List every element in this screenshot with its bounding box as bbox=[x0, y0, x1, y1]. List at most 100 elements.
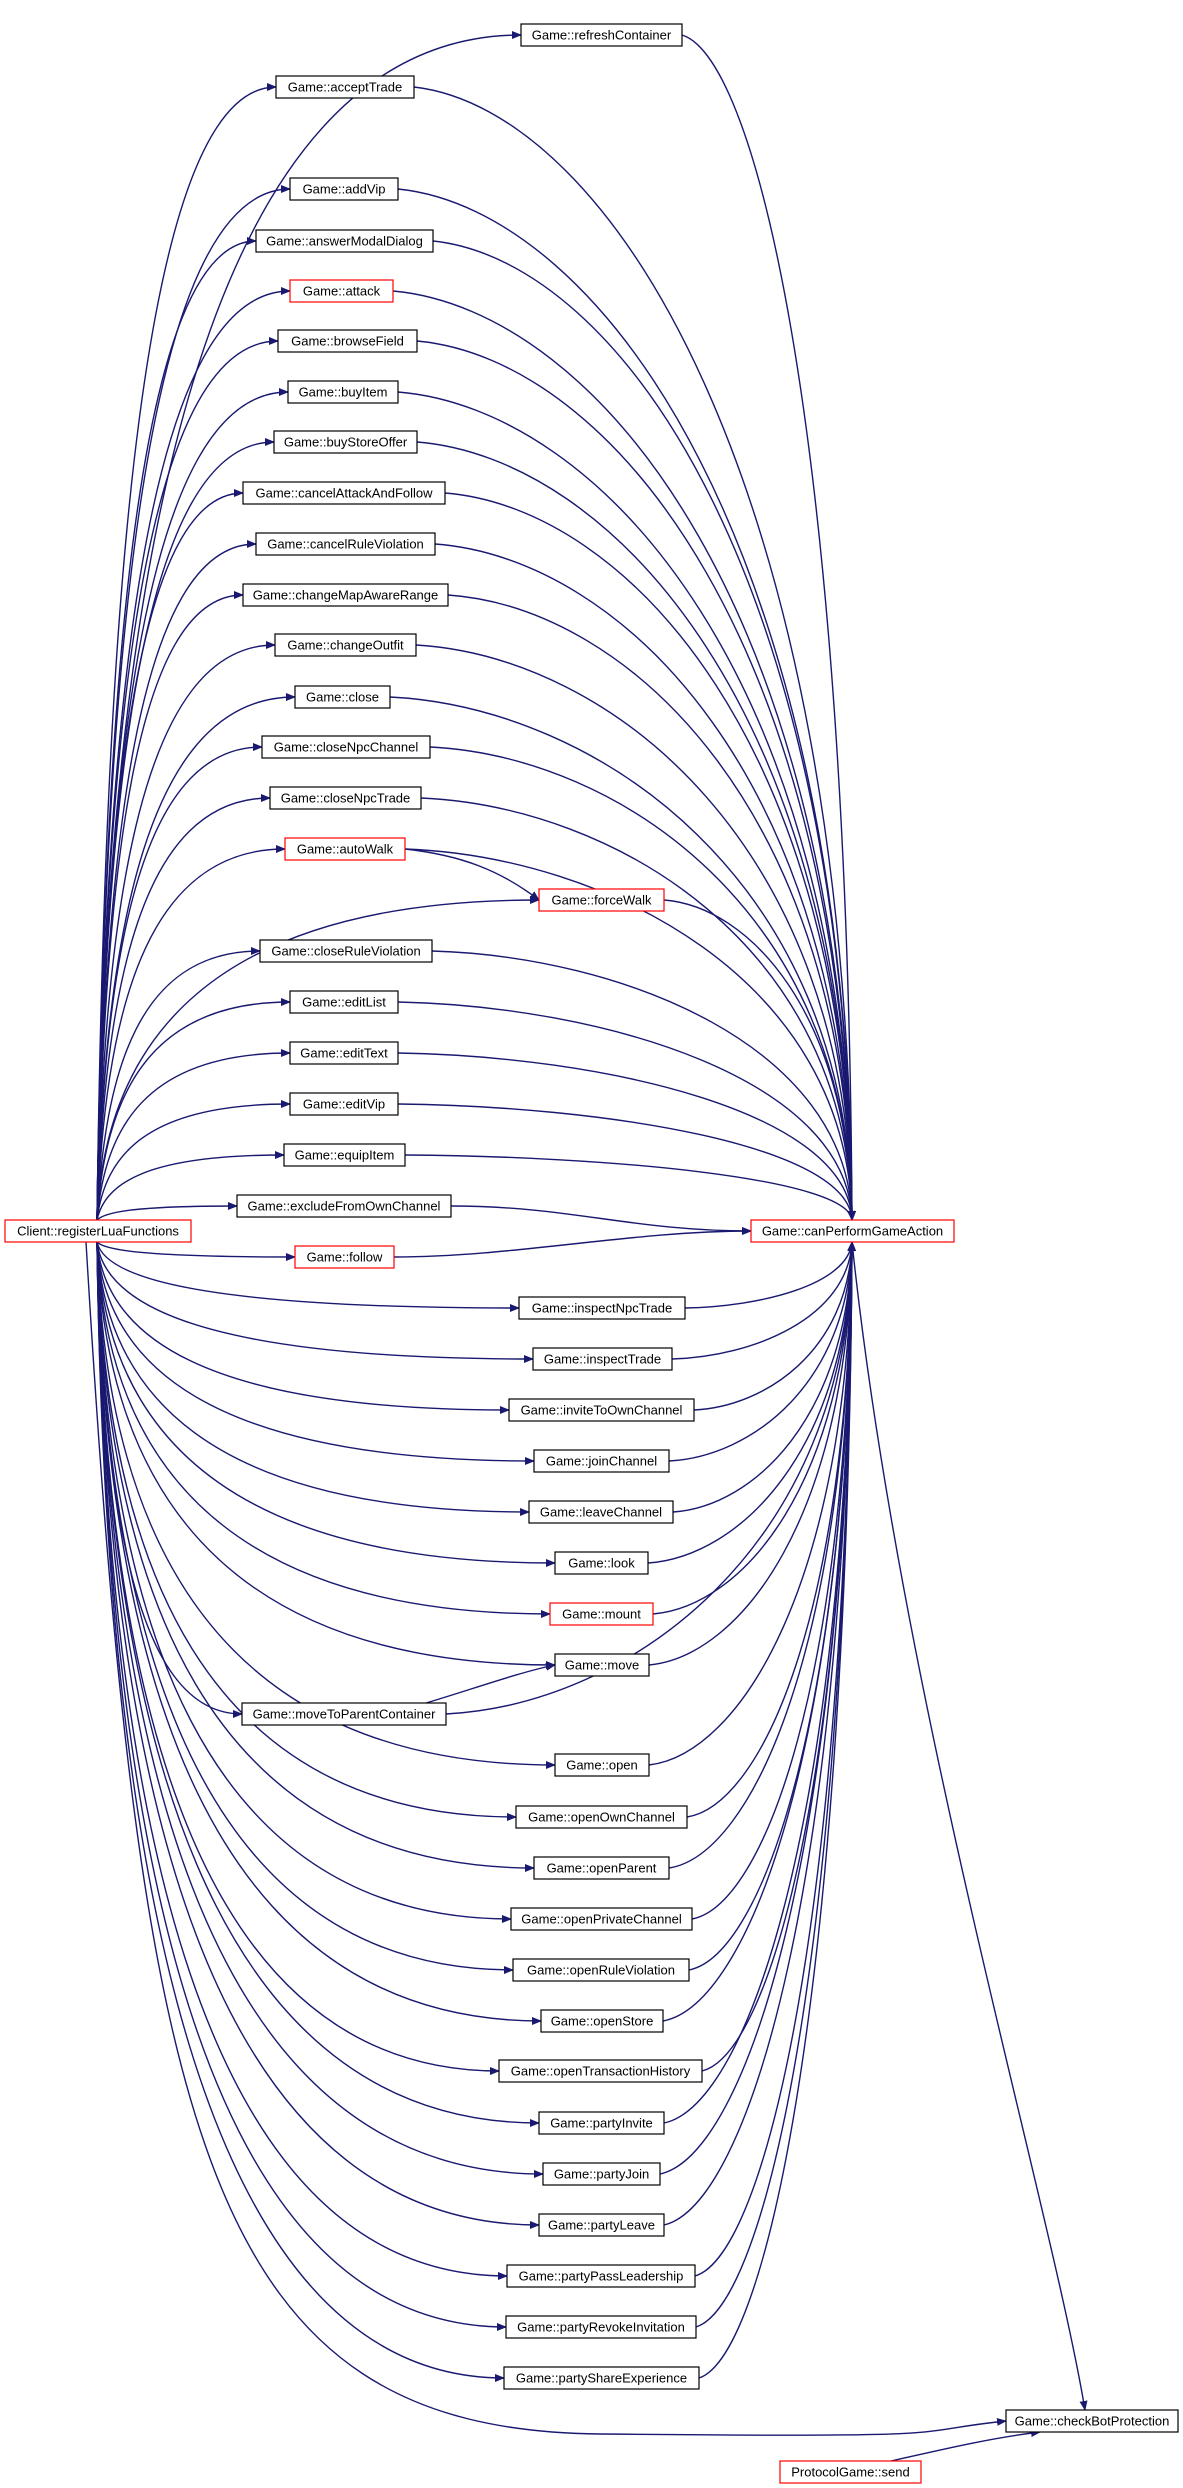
node-box-joinChannel[interactable] bbox=[533, 1449, 670, 1473]
node-box-addVip[interactable] bbox=[289, 177, 399, 201]
node-box-follow[interactable] bbox=[294, 1245, 395, 1269]
node-joinChannel[interactable]: Game::joinChannel bbox=[533, 1449, 670, 1473]
node-box-equipItem[interactable] bbox=[283, 1143, 406, 1167]
node-box-cancelRuleViolation[interactable] bbox=[255, 532, 436, 556]
node-registerLuaFunctions[interactable]: Client::registerLuaFunctions bbox=[4, 1219, 192, 1243]
node-box-leaveChannel[interactable] bbox=[528, 1500, 674, 1524]
node-box-partyShareExperience[interactable] bbox=[503, 2366, 700, 2390]
node-autoWalk[interactable]: Game::autoWalk bbox=[284, 837, 406, 861]
node-openParent[interactable]: Game::openParent bbox=[533, 1856, 670, 1880]
node-box-partyLeave[interactable] bbox=[538, 2213, 665, 2237]
node-box-inviteToOwnChannel[interactable] bbox=[508, 1398, 695, 1422]
node-inviteToOwnChannel[interactable]: Game::inviteToOwnChannel bbox=[508, 1398, 695, 1422]
node-browseField[interactable]: Game::browseField bbox=[277, 329, 418, 353]
node-equipItem[interactable]: Game::equipItem bbox=[283, 1143, 406, 1167]
node-box-send[interactable] bbox=[779, 2460, 922, 2484]
node-answerModalDialog[interactable]: Game::answerModalDialog bbox=[255, 229, 434, 253]
node-partyRevokeInvitation[interactable]: Game::partyRevokeInvitation bbox=[505, 2315, 697, 2339]
node-box-refreshContainer[interactable] bbox=[520, 23, 683, 47]
node-box-attack[interactable] bbox=[289, 279, 394, 303]
node-mount[interactable]: Game::mount bbox=[549, 1602, 654, 1626]
node-box-autoWalk[interactable] bbox=[284, 837, 406, 861]
node-box-openParent[interactable] bbox=[533, 1856, 670, 1880]
node-box-open[interactable] bbox=[554, 1753, 650, 1777]
node-inspectTrade[interactable]: Game::inspectTrade bbox=[532, 1347, 673, 1371]
node-openRuleViolation[interactable]: Game::openRuleViolation bbox=[512, 1958, 690, 1982]
node-closeNpcChannel[interactable]: Game::closeNpcChannel bbox=[261, 735, 431, 759]
node-closeNpcTrade[interactable]: Game::closeNpcTrade bbox=[269, 786, 422, 810]
node-openPrivateChannel[interactable]: Game::openPrivateChannel bbox=[510, 1907, 693, 1931]
node-partyShareExperience[interactable]: Game::partyShareExperience bbox=[503, 2366, 700, 2390]
node-box-move[interactable] bbox=[554, 1653, 650, 1677]
node-box-cancelAttackAndFollow[interactable] bbox=[242, 481, 446, 505]
node-canPerformGameAction[interactable]: Game::canPerformGameAction bbox=[750, 1219, 955, 1243]
node-checkBotProtection[interactable]: Game::checkBotProtection bbox=[1005, 2409, 1179, 2433]
node-box-buyItem[interactable] bbox=[287, 380, 399, 404]
node-open[interactable]: Game::open bbox=[554, 1753, 650, 1777]
node-box-canPerformGameAction[interactable] bbox=[750, 1219, 955, 1243]
node-box-mount[interactable] bbox=[549, 1602, 654, 1626]
node-box-partyRevokeInvitation[interactable] bbox=[505, 2315, 697, 2339]
node-inspectNpcTrade[interactable]: Game::inspectNpcTrade bbox=[518, 1296, 686, 1320]
node-partyLeave[interactable]: Game::partyLeave bbox=[538, 2213, 665, 2237]
node-box-openRuleViolation[interactable] bbox=[512, 1958, 690, 1982]
node-box-openStore[interactable] bbox=[540, 2009, 664, 2033]
node-box-editList[interactable] bbox=[289, 990, 399, 1014]
node-box-browseField[interactable] bbox=[277, 329, 418, 353]
node-attack[interactable]: Game::attack bbox=[289, 279, 394, 303]
node-box-partyPassLeadership[interactable] bbox=[506, 2264, 696, 2288]
node-editVip[interactable]: Game::editVip bbox=[289, 1092, 399, 1116]
node-forceWalk[interactable]: Game::forceWalk bbox=[538, 888, 665, 912]
node-cancelAttackAndFollow[interactable]: Game::cancelAttackAndFollow bbox=[242, 481, 446, 505]
node-box-answerModalDialog[interactable] bbox=[255, 229, 434, 253]
node-openStore[interactable]: Game::openStore bbox=[540, 2009, 664, 2033]
node-addVip[interactable]: Game::addVip bbox=[289, 177, 399, 201]
node-box-changeOutfit[interactable] bbox=[274, 633, 417, 657]
node-refreshContainer[interactable]: Game::refreshContainer bbox=[520, 23, 683, 47]
node-leaveChannel[interactable]: Game::leaveChannel bbox=[528, 1500, 674, 1524]
node-cancelRuleViolation[interactable]: Game::cancelRuleViolation bbox=[255, 532, 436, 556]
node-openOwnChannel[interactable]: Game::openOwnChannel bbox=[515, 1805, 688, 1829]
node-box-partyJoin[interactable] bbox=[542, 2162, 661, 2186]
node-editText[interactable]: Game::editText bbox=[289, 1041, 399, 1065]
node-closeRuleViolation[interactable]: Game::closeRuleViolation bbox=[259, 939, 433, 963]
node-box-inspectNpcTrade[interactable] bbox=[518, 1296, 686, 1320]
node-box-close[interactable] bbox=[294, 685, 391, 709]
node-box-openOwnChannel[interactable] bbox=[515, 1805, 688, 1829]
node-box-look[interactable] bbox=[554, 1551, 649, 1575]
node-box-partyInvite[interactable] bbox=[538, 2111, 665, 2135]
node-editList[interactable]: Game::editList bbox=[289, 990, 399, 1014]
node-box-editText[interactable] bbox=[289, 1041, 399, 1065]
node-box-closeNpcTrade[interactable] bbox=[269, 786, 422, 810]
node-partyInvite[interactable]: Game::partyInvite bbox=[538, 2111, 665, 2135]
node-openTransactionHistory[interactable]: Game::openTransactionHistory bbox=[498, 2059, 703, 2083]
node-move[interactable]: Game::move bbox=[554, 1653, 650, 1677]
node-box-editVip[interactable] bbox=[289, 1092, 399, 1116]
node-follow[interactable]: Game::follow bbox=[294, 1245, 395, 1269]
node-box-buyStoreOffer[interactable] bbox=[273, 430, 418, 454]
node-moveToParentContainer[interactable]: Game::moveToParentContainer bbox=[241, 1702, 447, 1726]
node-box-changeMapAwareRange[interactable] bbox=[242, 583, 449, 607]
node-box-closeNpcChannel[interactable] bbox=[261, 735, 431, 759]
node-send[interactable]: ProtocolGame::send bbox=[779, 2460, 922, 2484]
node-close[interactable]: Game::close bbox=[294, 685, 391, 709]
node-partyJoin[interactable]: Game::partyJoin bbox=[542, 2162, 661, 2186]
node-changeOutfit[interactable]: Game::changeOutfit bbox=[274, 633, 417, 657]
node-look[interactable]: Game::look bbox=[554, 1551, 649, 1575]
node-box-openTransactionHistory[interactable] bbox=[498, 2059, 703, 2083]
node-partyPassLeadership[interactable]: Game::partyPassLeadership bbox=[506, 2264, 696, 2288]
node-buyItem[interactable]: Game::buyItem bbox=[287, 380, 399, 404]
node-box-excludeFromOwnChannel[interactable] bbox=[236, 1194, 452, 1218]
node-changeMapAwareRange[interactable]: Game::changeMapAwareRange bbox=[242, 583, 449, 607]
node-excludeFromOwnChannel[interactable]: Game::excludeFromOwnChannel bbox=[236, 1194, 452, 1218]
node-box-forceWalk[interactable] bbox=[538, 888, 665, 912]
node-box-registerLuaFunctions[interactable] bbox=[4, 1219, 192, 1243]
node-acceptTrade[interactable]: Game::acceptTrade bbox=[275, 75, 415, 99]
node-box-acceptTrade[interactable] bbox=[275, 75, 415, 99]
node-box-closeRuleViolation[interactable] bbox=[259, 939, 433, 963]
node-buyStoreOffer[interactable]: Game::buyStoreOffer bbox=[273, 430, 418, 454]
node-box-openPrivateChannel[interactable] bbox=[510, 1907, 693, 1931]
node-box-checkBotProtection[interactable] bbox=[1005, 2409, 1179, 2433]
node-box-moveToParentContainer[interactable] bbox=[241, 1702, 447, 1726]
node-box-inspectTrade[interactable] bbox=[532, 1347, 673, 1371]
